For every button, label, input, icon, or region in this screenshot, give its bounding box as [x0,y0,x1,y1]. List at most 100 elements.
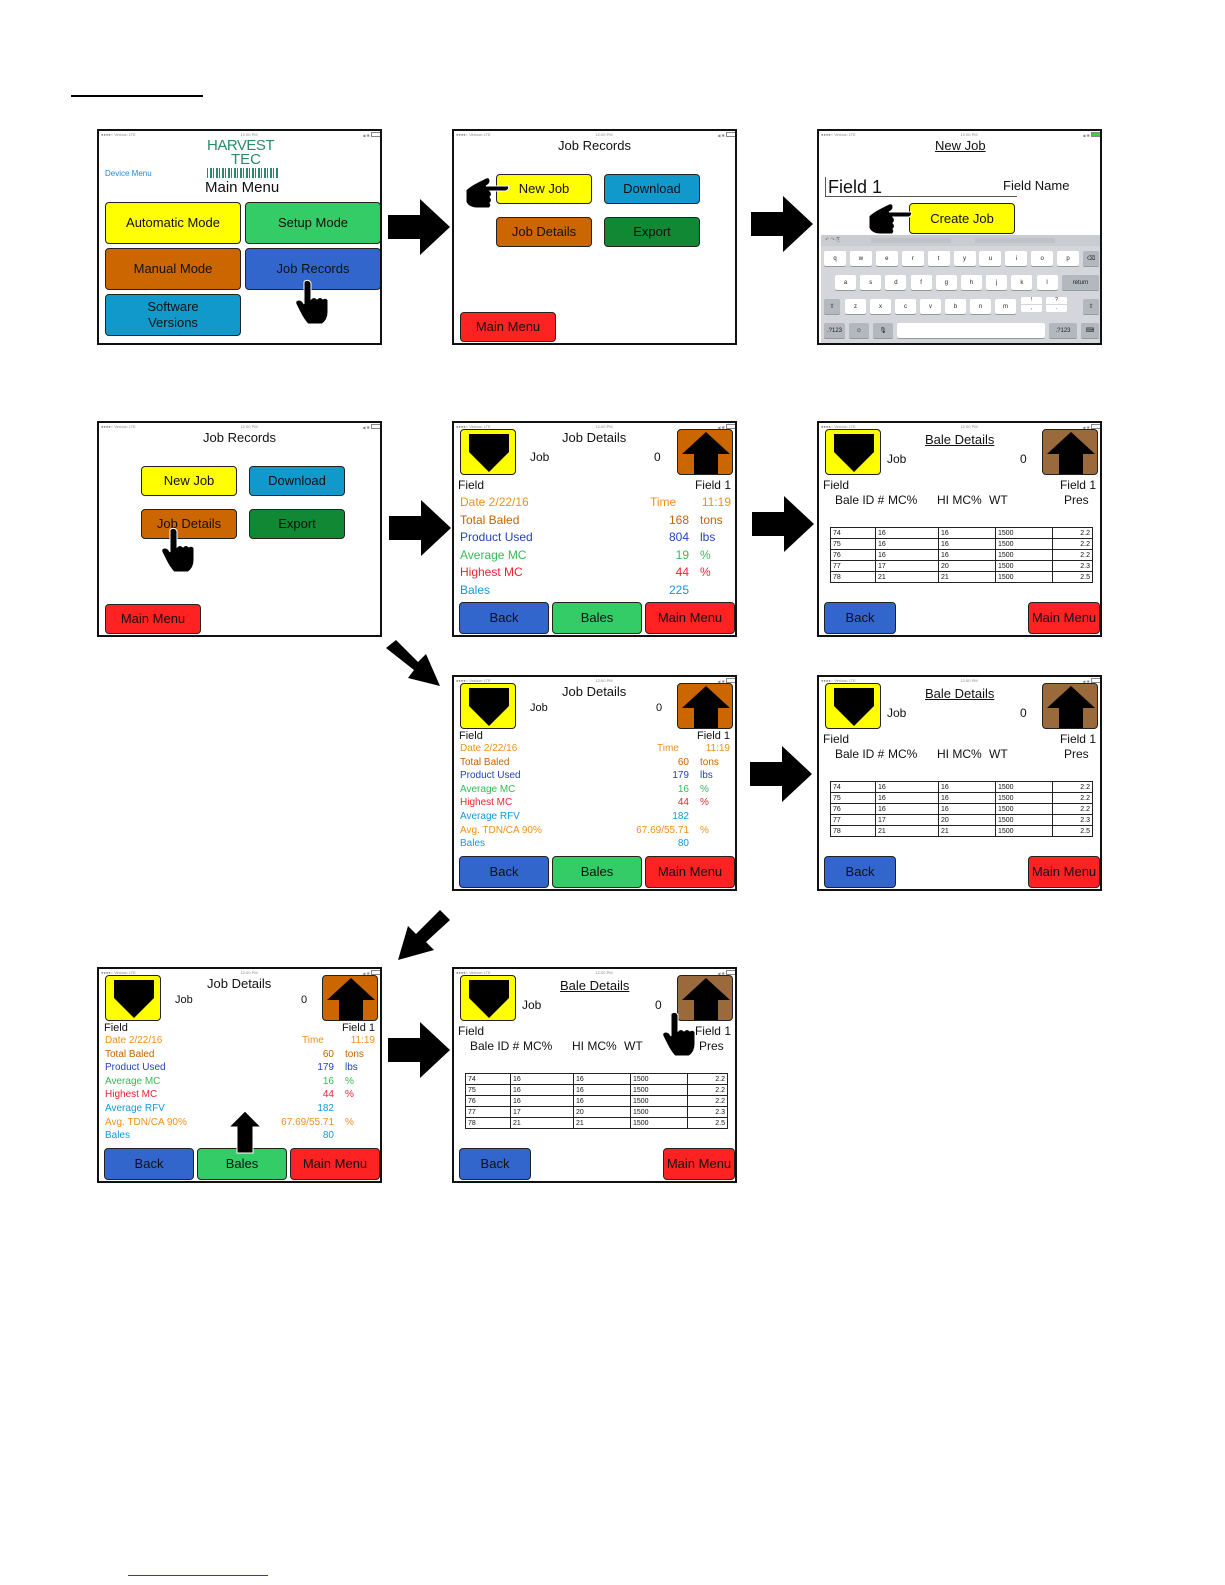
key-x[interactable]: x [870,299,891,314]
main-menu-button[interactable]: Main Menu [1028,856,1100,888]
key-h[interactable]: h [961,275,982,290]
key-c[interactable]: c [895,299,916,314]
export-button[interactable]: Export [604,217,700,247]
key-e[interactable]: e [875,251,898,266]
key-k[interactable]: k [1011,275,1033,290]
key-a[interactable]: a [835,275,856,290]
key-p[interactable]: p [1057,251,1080,266]
emoji-key[interactable]: ☺ [849,323,869,338]
main-menu-button[interactable]: Main Menu [645,856,735,888]
scroll-down-button[interactable] [460,683,516,729]
back-button[interactable]: Back [824,602,896,634]
scroll-down-button[interactable] [460,975,516,1021]
key-f[interactable]: f [910,275,932,290]
page-title: Job Details [207,976,272,991]
scroll-down-button[interactable] [825,429,881,475]
key-y[interactable]: y [953,251,976,266]
back-button[interactable]: Back [824,856,896,888]
job-details-button[interactable]: Job Details [496,217,592,247]
key-w[interactable]: w [849,251,872,266]
automatic-mode-button[interactable]: Automatic Mode [105,202,241,244]
scroll-up-button[interactable] [1042,683,1098,729]
field-name-input[interactable]: Field 1 [825,177,1017,197]
back-button[interactable]: Back [104,1148,194,1180]
shift-key-right[interactable]: ⇧ [1083,299,1099,314]
key-b[interactable]: b [945,299,966,314]
key-punct[interactable]: ? [1046,297,1067,304]
bales-button[interactable]: Bales [552,856,642,888]
scroll-down-button[interactable] [825,683,881,729]
main-menu-button[interactable]: Main Menu [645,602,735,634]
scroll-up-button[interactable] [677,429,733,475]
key-d[interactable]: d [885,275,907,290]
key-o[interactable]: o [1031,251,1054,266]
key-punct[interactable]: . [1046,305,1067,312]
return-key[interactable]: return [1062,275,1099,290]
scroll-up-button[interactable] [677,975,733,1021]
bales-button[interactable]: Bales [552,602,642,634]
key-l[interactable]: l [1036,275,1058,290]
main-menu-button[interactable]: Main Menu [1028,602,1100,634]
scroll-down-button[interactable] [460,429,516,475]
key-punct[interactable]: ! [1021,297,1042,304]
key-i[interactable]: i [1005,251,1028,266]
download-button[interactable]: Download [604,174,700,204]
scroll-up-button[interactable] [322,975,378,1021]
manual-mode-button[interactable]: Manual Mode [105,248,241,290]
new-job-button[interactable]: New Job [496,174,592,204]
setup-mode-button[interactable]: Setup Mode [245,202,380,244]
microphone-key[interactable]: 🎙 [873,323,893,338]
key-n[interactable]: n [970,299,991,314]
back-button[interactable]: Back [459,602,549,634]
key-j[interactable]: j [986,275,1008,290]
main-menu-button[interactable]: Main Menu [663,1148,735,1180]
hide-keyboard-key[interactable]: ⌨ [1081,323,1099,338]
shift-key-left[interactable]: ⇧ [824,299,840,314]
numbers-key-right[interactable]: .?123 [1049,323,1077,338]
back-button[interactable]: Back [459,856,549,888]
key-q[interactable]: q [824,251,846,266]
download-button[interactable]: Download [249,466,345,496]
key-v[interactable]: v [920,299,941,314]
numbers-key-left[interactable]: .?123 [824,323,845,338]
job-records-button[interactable]: Job Records [245,248,380,290]
backspace-key[interactable]: ⌫ [1083,251,1099,266]
key-u[interactable]: u [979,251,1002,266]
scroll-down-button[interactable] [105,975,161,1021]
main-menu-button[interactable]: Main Menu [290,1148,380,1180]
scroll-up-button[interactable] [1042,429,1098,475]
scroll-up-button[interactable] [677,683,733,729]
main-menu-button[interactable]: Main Menu [460,312,556,342]
key-r[interactable]: r [901,251,924,266]
new-job-button[interactable]: New Job [141,466,237,496]
key-g[interactable]: g [935,275,957,290]
back-button[interactable]: Back [459,1148,531,1180]
key-t[interactable]: t [927,251,950,266]
space-key[interactable] [897,323,1045,338]
create-job-button[interactable]: Create Job [909,203,1015,234]
job-details-button[interactable]: Job Details [141,509,237,539]
device-menu-link[interactable]: Device Menu [105,169,152,178]
key-m[interactable]: m [995,299,1016,314]
software-versions-button[interactable]: Software Versions [105,294,241,336]
key-punct[interactable]: , [1021,305,1042,312]
export-button[interactable]: Export [249,509,345,539]
main-menu-button[interactable]: Main Menu [105,604,201,634]
key-z[interactable]: z [845,299,866,314]
key-s[interactable]: s [860,275,882,290]
